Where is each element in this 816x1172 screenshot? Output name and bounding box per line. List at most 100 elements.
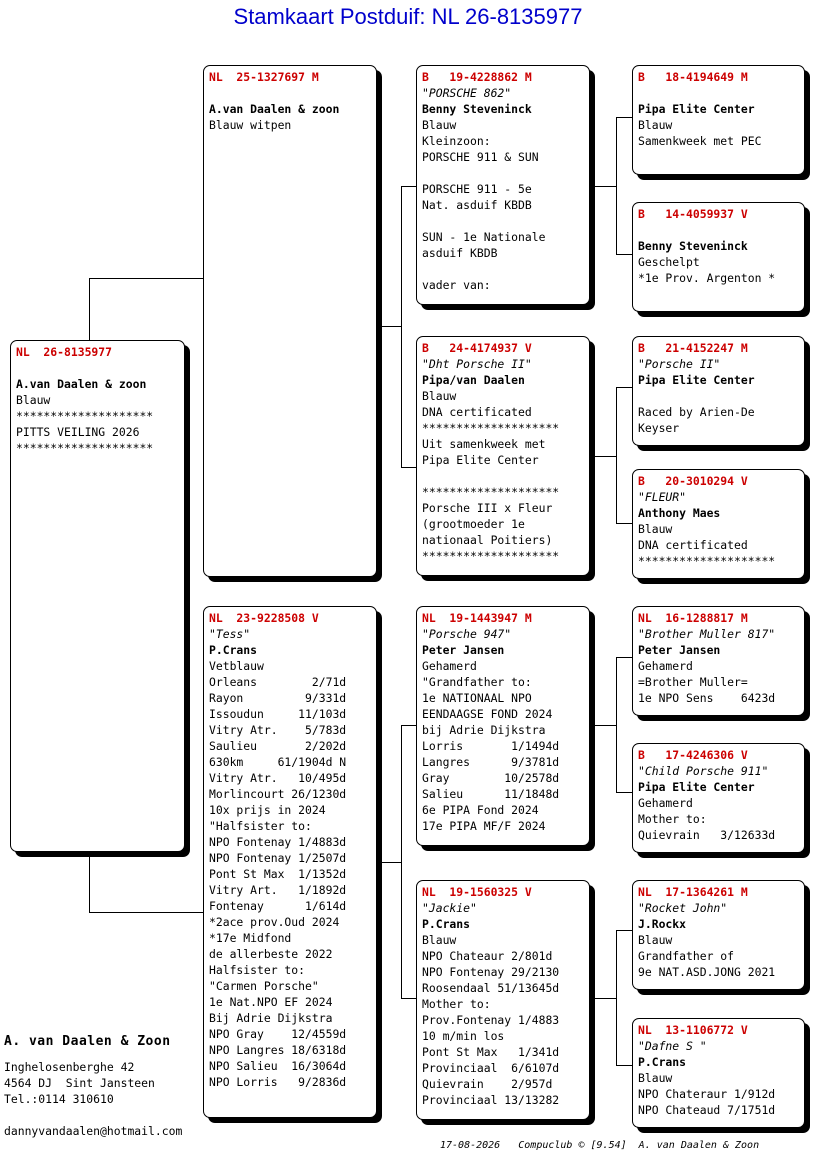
card-line: NPO Chateaud 7/1751d xyxy=(638,1103,776,1117)
pigeon-card-sire-sire[interactable]: B 19-4228862 M"PORSCHE 862"Benny Steveni… xyxy=(416,65,590,305)
card-line xyxy=(638,222,799,238)
card-line: EENDAAGSE FOND 2024 xyxy=(422,707,553,721)
owner-email[interactable]: dannyvandaalen@hotmail.com xyxy=(4,1124,183,1138)
card-line: Blauw xyxy=(638,933,673,947)
pigeon-card-sire-dam[interactable]: B 24-4174937 V"Dht Porsche II"Pipa/van D… xyxy=(416,336,590,576)
card-line: Blauw xyxy=(422,933,457,947)
connector xyxy=(590,186,616,187)
pigeon-card-dam-sire-dam[interactable]: B 17-4246306 V"Child Porsche 911"Pipa El… xyxy=(632,743,805,853)
card-line: Keyser xyxy=(638,421,680,435)
card-line: SUN - 1e Nationale xyxy=(422,230,546,244)
card-line: Kleinzoon: xyxy=(422,134,491,148)
card-line: Pont St Max 1/341d xyxy=(422,1045,560,1059)
owner-street: Inghelosenberghe 42 xyxy=(4,1060,135,1074)
card-line: PORSCHE 911 - 5e xyxy=(422,182,532,196)
card-line xyxy=(422,261,584,277)
connector xyxy=(616,792,633,793)
card-line: Gehamerd xyxy=(638,659,693,673)
connector xyxy=(590,456,616,457)
card-line: "Rocket John" xyxy=(638,901,728,915)
card-line: Gehamerd xyxy=(422,659,477,673)
card-line: Uit samenkweek met xyxy=(422,437,546,451)
card-line: NPO Fontenay 29/2130 xyxy=(422,965,560,979)
card-line: NPO Salieu 16/3064d xyxy=(209,1059,347,1073)
card-line: "Dafne S " xyxy=(638,1039,707,1053)
card-line: 9e NAT.ASD.JONG 2021 xyxy=(638,965,776,979)
card-line: J.Rockx xyxy=(638,917,687,931)
card-line: nationaal Poitiers) xyxy=(422,533,553,547)
card-line: "Porsche II" xyxy=(638,357,721,371)
card-line: DNA certificated xyxy=(638,538,748,552)
connector xyxy=(616,117,617,255)
card-line: Gehamerd xyxy=(638,796,693,810)
card-line: *2ace prov.Oud 2024 xyxy=(209,915,340,929)
card-line: de allerbeste 2022 xyxy=(209,947,333,961)
card-line: 630km 61/1904d N xyxy=(209,755,347,769)
card-line: 1e NPO Sens 6423d xyxy=(638,691,776,705)
card-line: bij Adrie Dijkstra xyxy=(422,723,546,737)
card-line: ******************** xyxy=(422,485,560,499)
ring-number: NL 25-1327697 M xyxy=(209,70,319,84)
card-line: PORSCHE 911 & SUN xyxy=(422,150,539,164)
pigeon-card-dam-sire[interactable]: NL 19-1443947 M"Porsche 947"Peter Jansen… xyxy=(416,606,590,846)
card-line: 1e NATIONAAL NPO xyxy=(422,691,532,705)
card-line: ******************** xyxy=(16,409,154,423)
card-line: (grootmoeder 1e xyxy=(422,517,525,531)
card-line: Mother to: xyxy=(638,812,707,826)
card-line xyxy=(422,468,584,484)
connector xyxy=(616,523,633,524)
ring-number: NL 19-1443947 M xyxy=(422,611,532,625)
card-line: "Carmen Porsche" xyxy=(209,979,319,993)
connector xyxy=(89,278,90,340)
card-line: 10x prijs in 2024 xyxy=(209,803,326,817)
card-line: NPO Chateaur 2/801d xyxy=(422,949,553,963)
card-line: Provinciaal 13/13282 xyxy=(422,1093,560,1107)
card-line: Langres 9/3781d xyxy=(422,755,560,769)
pigeon-card-sire-dam-sire[interactable]: B 21-4152247 M "Porsche II" Pipa Elite Cen… xyxy=(632,336,805,446)
card-line: Lorris 1/1494d xyxy=(422,739,560,753)
card-line: A.van Daalen & zoon xyxy=(16,377,147,391)
card-line: Porsche III x Fleur xyxy=(422,501,553,515)
card-line: "Brother Muller 817" xyxy=(638,627,776,641)
connector xyxy=(401,725,402,999)
pigeon-card-dam-sire-sire[interactable]: NL 16-1288817 M"Brother Muller 817"Peter… xyxy=(632,606,805,716)
card-line: Benny Steveninck xyxy=(422,102,532,116)
card-line: Benny Steveninck xyxy=(638,239,748,253)
connector xyxy=(401,186,417,187)
card-line: Orleans 2/71d xyxy=(209,675,347,689)
card-line: Gray 10/2578d xyxy=(422,771,560,785)
card-line: "Child Porsche 911" xyxy=(638,764,769,778)
card-line: NPO Fontenay 1/4883d xyxy=(209,835,347,849)
card-line: Vitry Atr. 10/495d xyxy=(209,771,347,785)
card-line: A.van Daalen & zoon xyxy=(209,102,340,116)
card-line: 17e PIPA MF/F 2024 xyxy=(422,819,546,833)
card-line xyxy=(422,165,584,181)
card-line: Rayon 9/331d xyxy=(209,691,347,705)
card-line: Raced by Arien-De xyxy=(638,405,755,419)
page-title: Stamkaart Postduif: NL 26-8135977 xyxy=(233,4,583,29)
connector xyxy=(616,117,633,118)
card-line: Vetblauw xyxy=(209,659,264,673)
connector xyxy=(616,930,633,931)
ring-number: NL 19-1560325 V xyxy=(422,885,532,899)
card-line: *1e Prov. Argenton * xyxy=(638,271,776,285)
card-line: Fontenay 1/614d xyxy=(209,899,347,913)
card-line: Issoudun 11/103d xyxy=(209,707,347,721)
card-line: Pipa Elite Center xyxy=(638,373,755,387)
connector xyxy=(401,467,417,468)
ring-number: B 21-4152247 M xyxy=(638,341,748,355)
card-line: NPO Langres 18/6318d xyxy=(209,1043,347,1057)
connector xyxy=(590,725,616,726)
card-line: Peter Jansen xyxy=(638,643,721,657)
card-line: NPO Fontenay 1/2507d xyxy=(209,851,347,865)
ring-number: B 18-4194649 M xyxy=(638,70,748,84)
